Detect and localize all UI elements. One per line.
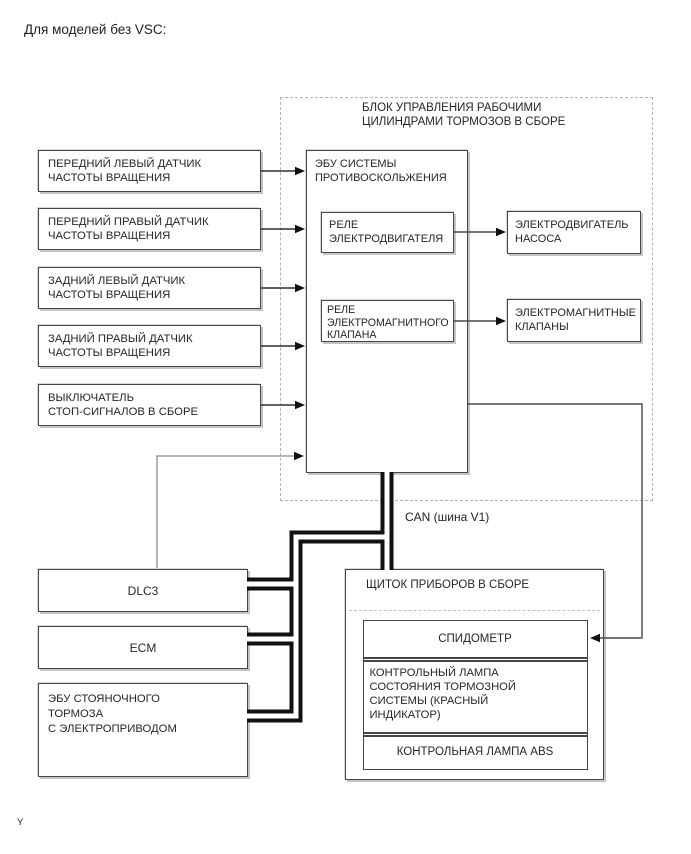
motor-relay-label: РЕЛЕ ЭЛЕКТРОДВИГАТЕЛЯ <box>329 219 444 245</box>
ecm-box: ECM <box>38 626 248 669</box>
pump-motor-box: ЭЛЕКТРОДВИГАТЕЛЬ НАСОСА <box>507 211 641 254</box>
page-title: Для моделей без VSC: <box>24 22 167 37</box>
brake-warning-lamp-label: КОНТРОЛЬНЫЙ ЛАМПА СОСТОЯНИЯ ТОРМОЗНОЙ СИ… <box>369 666 516 721</box>
instrument-cluster-box: ЩИТОК ПРИБОРОВ В СБОРЕ СПИДОМЕТР КОНТРОЛ… <box>345 569 604 780</box>
skid-control-ecu-label: ЭБУ СИСТЕМЫ ПРОТИВОСКОЛЬЖЕНИЯ <box>315 158 447 184</box>
speed-sensor-front-left-box: ПЕРЕДНИЙ ЛЕВЫЙ ДАТЧИК ЧАСТОТЫ ВРАЩЕНИЯ <box>38 150 261 192</box>
speed-sensor-front-left-label: ПЕРЕДНИЙ ЛЕВЫЙ ДАТЧИК ЧАСТОТЫ ВРАЩЕНИЯ <box>48 157 202 184</box>
speed-sensor-rear-right-label: ЗАДНИЙ ПРАВЫЙ ДАТЧИК ЧАСТОТЫ ВРАЩЕНИЯ <box>48 332 193 359</box>
abs-warning-lamp-label: КОНТРОЛЬНАЯ ЛАМПА ABS <box>396 746 554 758</box>
solenoid-relay-box: РЕЛЕ ЭЛЕКТРОМАГНИТНОГО КЛАПАНА <box>321 300 454 342</box>
brake-actuator-assembly-title: БЛОК УПРАВЛЕНИЯ РАБОЧИМИ ЦИЛИНДРАМИ ТОРМ… <box>362 102 566 128</box>
page-marker-y: Y <box>17 817 24 828</box>
dlc3-box: DLC3 <box>38 569 248 612</box>
speed-sensor-rear-right-box: ЗАДНИЙ ПРАВЫЙ ДАТЧИК ЧАСТОТЫ ВРАЩЕНИЯ <box>38 325 261 367</box>
instrument-cluster-title: ЩИТОК ПРИБОРОВ В СБОРЕ <box>366 579 530 591</box>
solenoid-valves-box: ЭЛЕКТРОМАГНИТНЫЕ КЛАПАНЫ <box>507 299 641 342</box>
brake-warning-lamp-cell: КОНТРОЛЬНЫЙ ЛАМПА СОСТОЯНИЯ ТОРМОЗНОЙ СИ… <box>363 656 587 732</box>
parking-brake-ecu-box: ЭБУ СТОЯНОЧНОГО ТОРМОЗА С ЭЛЕКТРОПРИВОДО… <box>38 683 248 777</box>
speed-sensor-front-right-box: ПЕРЕДНИЙ ПРАВЫЙ ДАТЧИК ЧАСТОТЫ ВРАЩЕНИЯ <box>38 208 261 250</box>
speedometer-label: СПИДОМЕТР <box>438 632 512 645</box>
cluster-dashed-divider <box>349 610 600 611</box>
solenoid-relay-label: РЕЛЕ ЭЛЕКТРОМАГНИТНОГО КЛАПАНА <box>327 304 449 342</box>
cluster-indicator-stack: СПИДОМЕТР КОНТРОЛЬНЫЙ ЛАМПА СОСТОЯНИЯ ТО… <box>362 619 588 770</box>
stop-lamp-switch-box: ВЫКЛЮЧАТЕЛЬ СТОП-СИГНАЛОВ В СБОРЕ <box>38 384 261 426</box>
speed-sensor-rear-left-label: ЗАДНИЙ ЛЕВЫЙ ДАТЧИК ЧАСТОТЫ ВРАЩЕНИЯ <box>48 274 186 301</box>
dlc3-label: DLC3 <box>127 583 159 598</box>
speed-sensor-front-right-label: ПЕРЕДНИЙ ПРАВЫЙ ДАТЧИК ЧАСТОТЫ ВРАЩЕНИЯ <box>48 215 209 242</box>
dlc3-connector-line <box>156 455 294 568</box>
speed-sensor-rear-left-box: ЗАДНИЙ ЛЕВЫЙ ДАТЧИК ЧАСТОТЫ ВРАЩЕНИЯ <box>38 267 261 309</box>
abs-warning-lamp-cell: КОНТРОЛЬНАЯ ЛАМПА ABS <box>363 731 587 768</box>
solenoid-valves-label: ЭЛЕКТРОМАГНИТНЫЕ КЛАПАНЫ <box>515 307 636 333</box>
parking-brake-ecu-label: ЭБУ СТОЯНОЧНОГО ТОРМОЗА С ЭЛЕКТРОПРИВОДО… <box>48 693 177 735</box>
motor-relay-box: РЕЛЕ ЭЛЕКТРОДВИГАТЕЛЯ <box>321 212 454 253</box>
ecm-label: ECM <box>129 640 157 655</box>
brake-actuator-assembly-container <box>280 97 653 501</box>
speedometer-cell: СПИДОМЕТР <box>364 621 587 657</box>
stop-lamp-switch-label: ВЫКЛЮЧАТЕЛЬ СТОП-СИГНАЛОВ В СБОРЕ <box>48 391 199 418</box>
can-bus-label: CAN (шина V1) <box>405 510 490 524</box>
pump-motor-label: ЭЛЕКТРОДВИГАТЕЛЬ НАСОСА <box>515 219 629 245</box>
line-dlc3-to-ecu <box>156 455 294 568</box>
